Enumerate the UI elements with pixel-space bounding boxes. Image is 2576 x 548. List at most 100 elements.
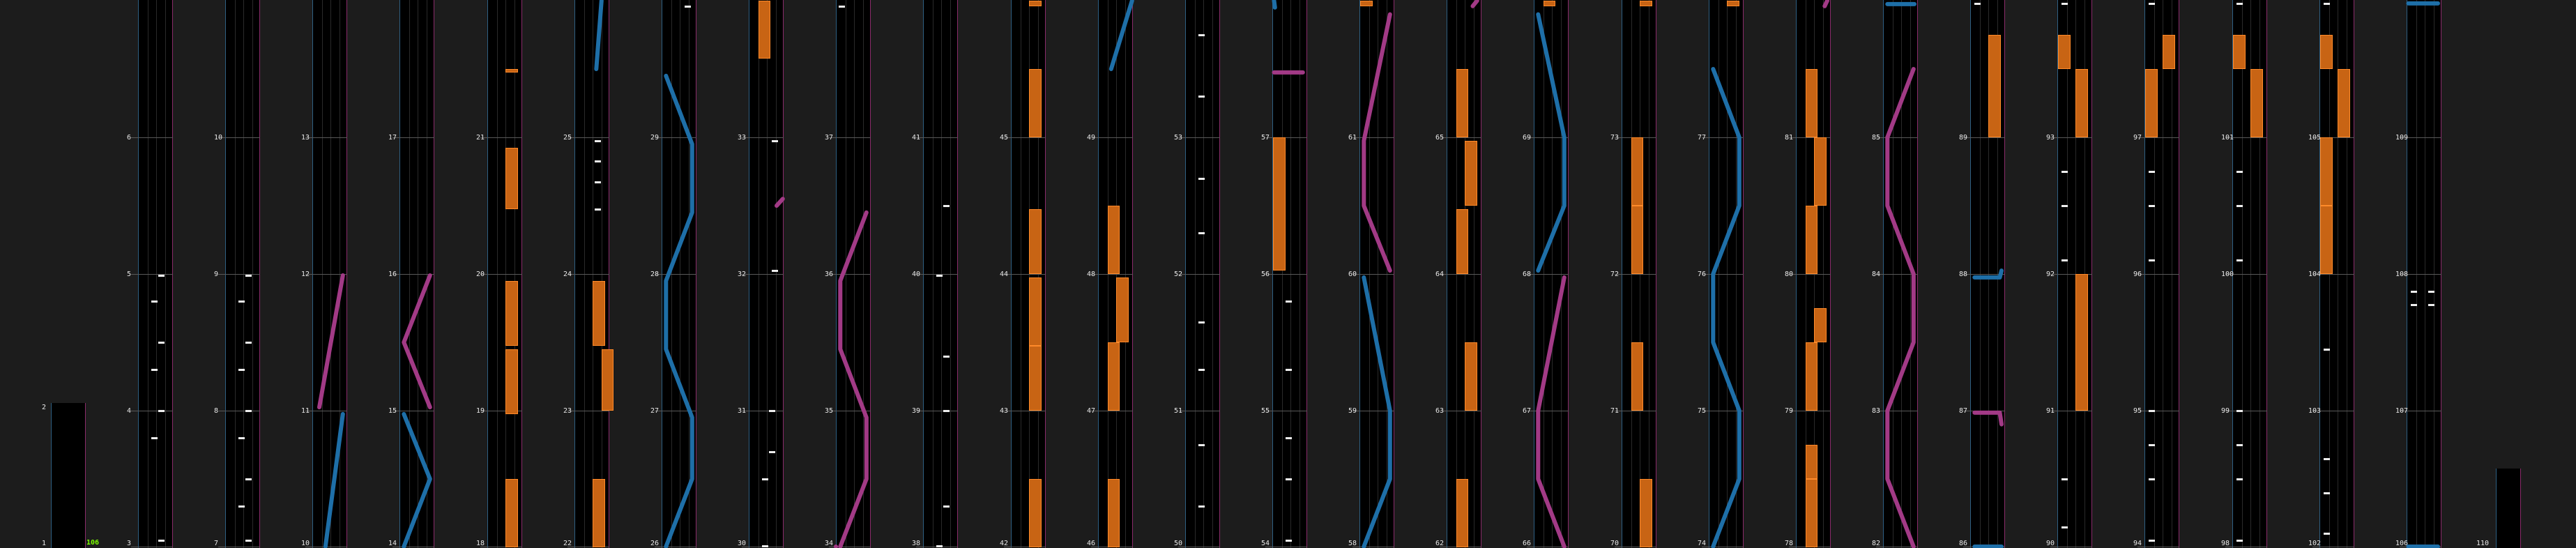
tap-note[interactable] (771, 139, 778, 142)
tap-note[interactable] (2324, 457, 2331, 460)
tap-note[interactable] (2236, 171, 2243, 173)
tap-note[interactable] (2061, 205, 2068, 207)
start-measure-block[interactable] (51, 403, 86, 548)
tap-note[interactable] (1285, 540, 1292, 542)
tap-note[interactable] (1285, 478, 1292, 480)
hold-note[interactable] (1273, 137, 1286, 271)
slide-note-blue[interactable] (402, 411, 432, 548)
tap-note[interactable] (1285, 300, 1292, 303)
hold-note[interactable] (1805, 445, 1817, 479)
hold-note[interactable] (1814, 308, 1827, 342)
hold-note[interactable] (1116, 277, 1129, 342)
tap-note[interactable] (158, 410, 165, 412)
hold-note[interactable] (2320, 206, 2333, 274)
tap-note[interactable] (2236, 444, 2243, 446)
hold-note[interactable] (1640, 479, 1652, 547)
hold-note[interactable] (1107, 206, 1120, 274)
slide-note-blue[interactable] (1362, 275, 1392, 548)
tap-note[interactable] (2236, 410, 2243, 412)
tap-note[interactable] (2149, 2, 2156, 5)
hold-note[interactable] (1814, 137, 1827, 206)
hold-note[interactable] (758, 1, 770, 59)
hold-note[interactable] (505, 69, 518, 73)
hold-note[interactable] (2075, 69, 2088, 137)
hold-note[interactable] (1631, 137, 1643, 206)
slide-note-blue[interactable] (594, 0, 604, 71)
tap-note[interactable] (1285, 437, 1292, 440)
slide-note-pink[interactable] (317, 273, 345, 410)
hold-note[interactable] (1805, 206, 1817, 274)
tap-note[interactable] (768, 410, 775, 412)
hold-note[interactable] (1107, 342, 1120, 411)
tap-note[interactable] (2411, 304, 2418, 307)
hold-note[interactable] (505, 479, 518, 547)
tap-note[interactable] (594, 208, 601, 211)
tap-note[interactable] (768, 450, 775, 453)
hold-note[interactable] (2320, 137, 2333, 206)
hold-note[interactable] (505, 147, 518, 209)
slide-note-pink[interactable] (1536, 275, 1567, 548)
tap-note[interactable] (943, 355, 950, 358)
tap-note[interactable] (2236, 2, 2243, 5)
tap-note[interactable] (238, 505, 245, 508)
slide-note-blue[interactable] (1711, 67, 1742, 548)
hold-note[interactable] (2145, 69, 2158, 137)
tap-note[interactable] (2149, 205, 2156, 207)
hold-note[interactable] (505, 349, 518, 414)
slide-note-blue[interactable] (664, 73, 694, 548)
hold-note[interactable] (593, 280, 605, 346)
tap-note[interactable] (761, 478, 768, 480)
hold-note[interactable] (505, 280, 518, 346)
hold-note[interactable] (1029, 208, 1042, 274)
hold-note[interactable] (1029, 479, 1042, 547)
tap-note[interactable] (2061, 478, 2068, 480)
tap-note[interactable] (2324, 492, 2331, 494)
tap-note[interactable] (943, 505, 950, 508)
tap-note[interactable] (2149, 478, 2156, 480)
tap-note[interactable] (2149, 540, 2156, 542)
hold-note[interactable] (1727, 1, 1739, 6)
slide-note-blue[interactable] (1272, 0, 1277, 10)
hold-note[interactable] (1988, 35, 2001, 137)
tap-note[interactable] (943, 205, 950, 207)
hold-note[interactable] (1456, 208, 1468, 274)
tap-note[interactable] (2149, 410, 2156, 412)
hold-note[interactable] (1107, 479, 1120, 547)
tap-note[interactable] (2236, 540, 2243, 542)
tap-note[interactable] (1198, 177, 1205, 180)
hold-note[interactable] (2320, 35, 2333, 69)
hold-note[interactable] (1543, 1, 1555, 6)
tap-note[interactable] (1974, 2, 1981, 5)
hold-note[interactable] (1029, 69, 1042, 137)
slide-note-pink[interactable] (1362, 12, 1392, 273)
tap-note[interactable] (2428, 304, 2435, 307)
tap-note[interactable] (2149, 444, 2156, 446)
tap-note[interactable] (2324, 2, 2331, 5)
hold-note[interactable] (593, 479, 605, 547)
tap-note[interactable] (238, 437, 245, 440)
tap-note[interactable] (943, 410, 950, 412)
tap-note[interactable] (2236, 259, 2243, 262)
tap-note[interactable] (771, 270, 778, 273)
slide-note-blue[interactable] (323, 411, 345, 548)
hold-note[interactable] (1805, 342, 1817, 411)
tap-note[interactable] (1198, 505, 1205, 508)
tap-note[interactable] (151, 437, 158, 440)
tap-note[interactable] (245, 540, 252, 542)
tap-note[interactable] (2149, 171, 2156, 173)
tap-note[interactable] (1198, 232, 1205, 235)
tap-note[interactable] (2061, 526, 2068, 528)
tap-note[interactable] (245, 410, 252, 412)
hold-note[interactable] (1631, 206, 1643, 274)
tap-note[interactable] (2061, 2, 2068, 5)
hold-note[interactable] (2058, 35, 2071, 69)
tap-note[interactable] (151, 369, 158, 372)
hold-note[interactable] (1456, 479, 1468, 547)
hold-note[interactable] (601, 349, 613, 411)
tap-note[interactable] (594, 139, 601, 142)
tap-note[interactable] (1198, 444, 1205, 446)
tap-note[interactable] (594, 181, 601, 183)
tap-note[interactable] (245, 342, 252, 344)
tap-note[interactable] (1198, 369, 1205, 372)
hold-note[interactable] (1029, 1, 1042, 6)
